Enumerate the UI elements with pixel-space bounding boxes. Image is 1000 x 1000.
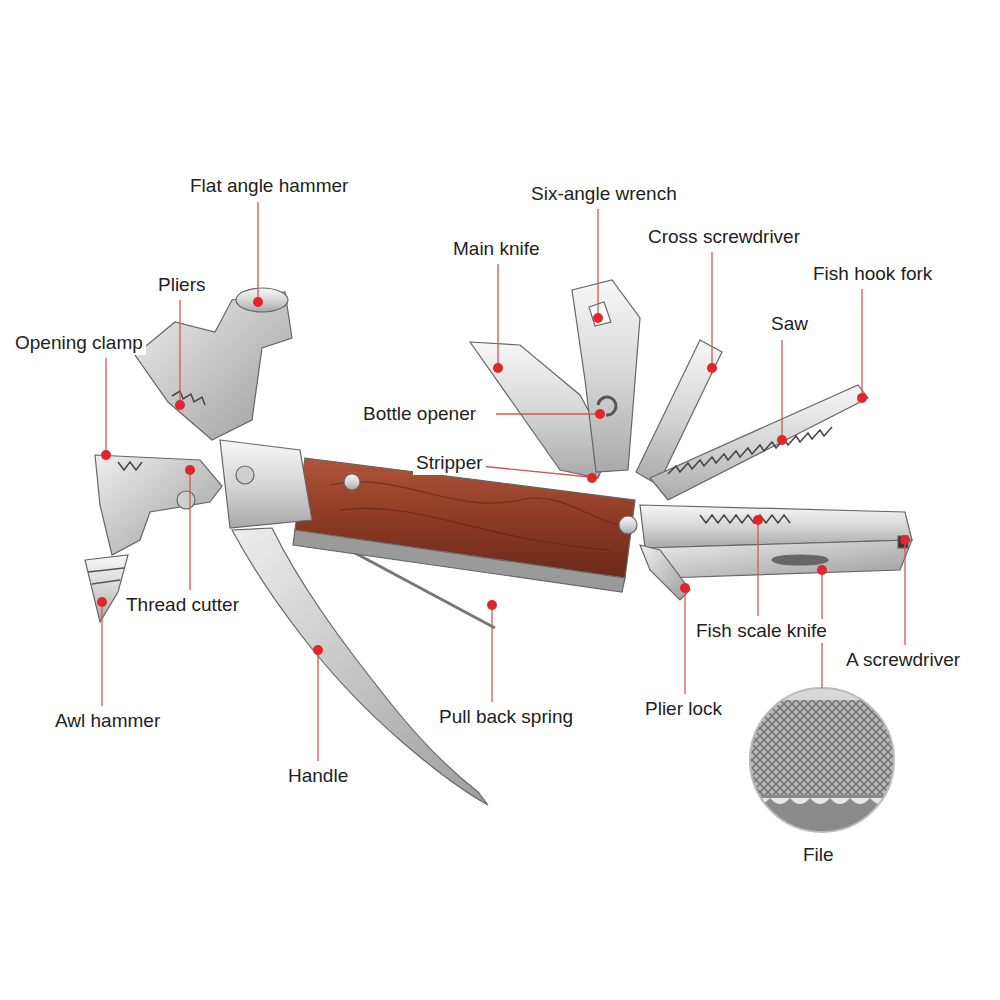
screw: [619, 516, 637, 534]
handle-liner: [293, 530, 625, 592]
part-label: Handle: [285, 764, 351, 788]
part-label: Awl hammer: [52, 709, 163, 733]
saw-teeth: [668, 427, 832, 474]
part-label: Fish scale knife: [693, 619, 830, 643]
part-label: Cross screwdriver: [645, 225, 803, 249]
inset-border: [750, 688, 894, 832]
part-label: File: [800, 843, 837, 867]
nail-nick: [772, 555, 828, 565]
file-texture: [740, 700, 910, 840]
scale-teeth: [700, 515, 790, 523]
wrench-plate: [572, 280, 640, 472]
plier-lock: [640, 545, 690, 600]
hammer-top: [135, 292, 292, 440]
part-label: Bottle opener: [360, 402, 479, 426]
part-label: Flat angle hammer: [187, 174, 351, 198]
part-label: Pliers: [155, 273, 209, 297]
pivot-bolt: [236, 466, 254, 484]
part-label: Plier lock: [642, 697, 725, 721]
hammer-face: [236, 288, 288, 312]
part-label: Six-angle wrench: [528, 182, 680, 206]
awl-rings: [88, 568, 124, 584]
awl: [85, 555, 128, 622]
wrench-hole: [589, 302, 611, 326]
pivot-bolt: [177, 491, 195, 509]
plier-handle: [232, 528, 488, 805]
wood-grain: [330, 482, 620, 550]
leader-lines: [102, 202, 905, 761]
saw-blade: [650, 385, 868, 500]
file-inset: [740, 688, 910, 840]
leader-dots: [97, 297, 910, 655]
part-label: A screwdriver: [843, 648, 963, 672]
part-label: Thread cutter: [123, 593, 242, 617]
screw: [344, 474, 360, 490]
part-label: Fish hook fork: [810, 262, 935, 286]
file-edge: [740, 795, 910, 840]
screwdriver-file: [645, 540, 912, 578]
clamp-teeth: [118, 462, 142, 470]
part-label: Pull back spring: [436, 705, 576, 729]
opening-clamp: [95, 455, 222, 555]
part-label: Stripper: [413, 451, 486, 475]
part-label: Opening clamp: [12, 331, 146, 355]
pivot-plate: [220, 440, 312, 528]
part-label: Main knife: [450, 237, 543, 261]
file-serration: [750, 798, 910, 804]
part-label: Saw: [768, 312, 811, 336]
